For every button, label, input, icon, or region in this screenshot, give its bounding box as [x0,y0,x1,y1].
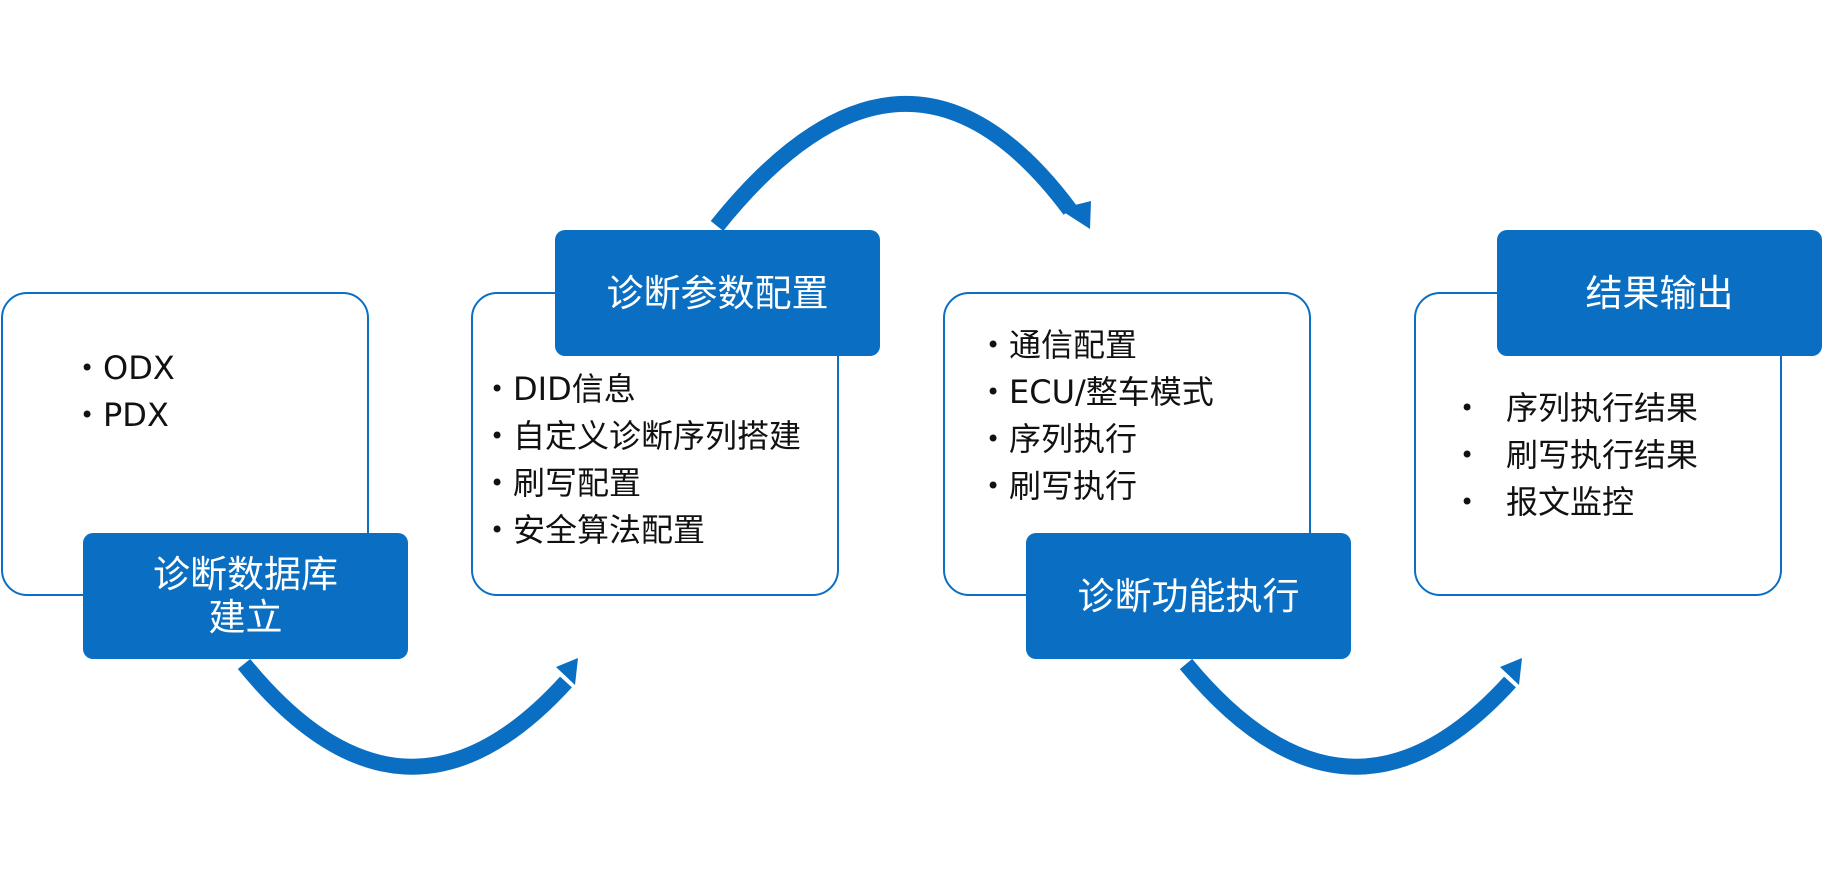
connector-arrowhead-3-4 [1500,658,1522,685]
step-3-item: ECU/整车模式 [986,369,1214,416]
step-2-item: DID信息 [490,366,801,413]
step-4-item: 序列执行结果 [1460,385,1698,432]
step-4-items: 序列执行结果 刷写执行结果 报文监控 [1460,385,1698,526]
step-2-item: 刷写配置 [490,460,801,507]
connector-arrow-1-2 [237,658,572,775]
step-2-items: DID信息 自定义诊断序列搭建 刷写配置 安全算法配置 [490,366,801,554]
step-1-item: ODX [80,345,175,392]
step-2-item: 自定义诊断序列搭建 [490,413,801,460]
connector-arrow-2-3 [710,95,1077,232]
step-1-title: 诊断数据库 建立 [83,533,408,659]
step-4-title: 结果输出 [1497,230,1822,356]
step-3-title: 诊断功能执行 [1026,533,1351,659]
step-1-item: PDX [80,392,175,439]
step-4-item: 报文监控 [1460,479,1698,526]
connector-arrowhead-1-2 [556,658,578,685]
step-2-title: 诊断参数配置 [555,230,880,356]
step-3-item: 刷写执行 [986,463,1214,510]
step-2-item: 安全算法配置 [490,507,801,554]
step-3-item: 序列执行 [986,416,1214,463]
connector-arrow-3-4 [1179,658,1516,775]
connector-arrowhead-2-3 [1059,201,1091,229]
step-3-item: 通信配置 [986,322,1214,369]
step-3-items: 通信配置 ECU/整车模式 序列执行 刷写执行 [986,322,1214,510]
step-4-item: 刷写执行结果 [1460,432,1698,479]
step-1-items: ODX PDX [80,345,175,439]
